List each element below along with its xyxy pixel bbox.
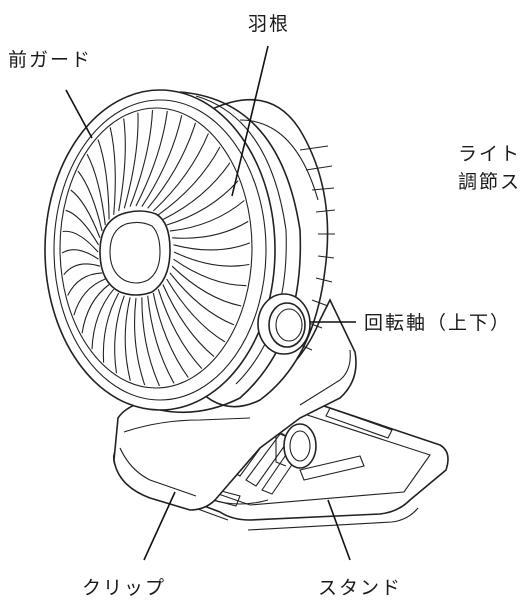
guard-spoke (86, 153, 106, 226)
guard-spoke (135, 110, 168, 207)
guard-spoke (173, 242, 251, 251)
guard-spoke (169, 200, 245, 232)
guard-spoke (61, 249, 99, 260)
label-clip: クリップ (82, 577, 166, 599)
guard-spoke (62, 230, 99, 253)
guard-spoke (152, 133, 209, 212)
guard-spoke (109, 127, 116, 215)
blade-leader (231, 45, 269, 197)
front-guard-leader (65, 89, 93, 139)
guard-spoke (102, 292, 120, 363)
label-front-guard: 前ガード (8, 49, 92, 71)
guard-spoke (166, 278, 226, 343)
guard-spoke (173, 251, 250, 267)
guard-spoke (91, 288, 115, 350)
guard-spoke (81, 284, 110, 334)
label-light-adjust-1: ライト (458, 143, 521, 165)
rotation-axis-knob (257, 293, 311, 355)
guard-spoke (162, 284, 215, 358)
label-stand: スタンド (318, 577, 402, 599)
guard-spoke (157, 146, 221, 216)
stand-leader (327, 499, 351, 561)
guard-spoke (114, 295, 125, 374)
guard-spoke (173, 258, 247, 287)
guard-spoke (172, 220, 249, 239)
label-blade: 羽根 (248, 13, 290, 35)
guard-spoke (77, 170, 103, 232)
guard-spoke (141, 115, 183, 207)
guard-spoke (147, 122, 197, 209)
guard-spoke (129, 110, 154, 207)
label-light-adjust-2: 調節ス (458, 171, 521, 193)
guard-spoke (124, 297, 131, 381)
guard-spoke (152, 292, 189, 378)
guard-spoke (147, 295, 175, 384)
clip-leader (143, 491, 176, 561)
stand-pivot-knob (275, 423, 317, 469)
guard-spoke (123, 112, 139, 209)
fan-hub (99, 210, 171, 296)
guard-spoke (67, 272, 103, 296)
guard-spoke (134, 297, 146, 386)
guard-spoke (63, 263, 101, 275)
label-rotation-axis: 回転軸（上下） (364, 312, 511, 334)
guard-spokes (61, 110, 251, 387)
guard-spoke (70, 189, 101, 238)
guard-spoke (141, 297, 161, 387)
guard-spoke (162, 162, 231, 220)
guard-spoke (97, 139, 110, 220)
guard-spoke (118, 118, 126, 212)
guard-spoke (157, 289, 203, 369)
guard-spoke (73, 278, 106, 316)
guard-spoke (166, 180, 239, 226)
guard-spoke (171, 265, 242, 307)
guard-spoke (65, 209, 99, 246)
guard-spoke (169, 272, 235, 326)
